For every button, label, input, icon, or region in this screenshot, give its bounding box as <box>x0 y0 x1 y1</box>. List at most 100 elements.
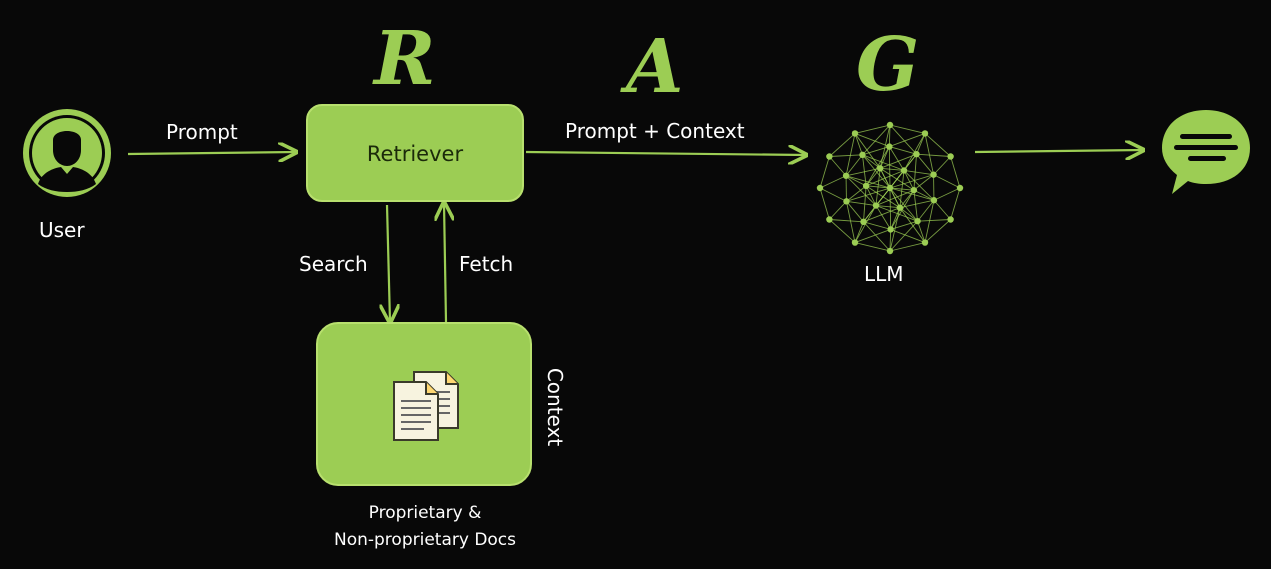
network-link <box>916 133 926 155</box>
network-link <box>913 174 934 191</box>
network-node <box>842 172 850 179</box>
network-link <box>865 185 877 206</box>
network-link <box>888 146 905 171</box>
network-link <box>879 124 891 169</box>
network-links <box>819 124 961 252</box>
network-link <box>888 146 891 189</box>
letter-r: R <box>374 16 436 102</box>
network-link <box>889 146 917 155</box>
network-link <box>862 154 905 171</box>
network-node <box>859 151 866 159</box>
network-node <box>913 150 920 158</box>
network-link <box>862 154 891 189</box>
network-link <box>829 133 856 157</box>
network-link <box>875 205 892 230</box>
network-link <box>846 187 891 202</box>
network-link <box>903 170 915 191</box>
network-node <box>896 204 904 211</box>
network-node <box>886 121 894 129</box>
network-link <box>863 221 891 230</box>
network-link <box>854 221 864 243</box>
network-link <box>863 221 891 252</box>
network-node <box>910 186 918 194</box>
prompt-context-edge-label: Prompt + Context <box>565 119 745 143</box>
network-node <box>862 182 870 190</box>
network-node <box>930 171 937 178</box>
network-node <box>843 198 850 205</box>
network-link <box>819 187 847 202</box>
network-link <box>862 154 881 169</box>
network-node <box>860 218 867 226</box>
network-node <box>851 239 859 246</box>
network-node <box>816 184 824 192</box>
network-node <box>914 217 921 225</box>
context-side-label: Context <box>543 367 567 447</box>
network-link <box>879 146 890 169</box>
network-link <box>863 207 901 223</box>
docs-caption-line1: Proprietary & <box>368 503 482 523</box>
network-link <box>950 187 961 220</box>
retriever-box: Retriever <box>306 104 524 202</box>
network-link <box>865 168 881 187</box>
network-link <box>917 199 935 222</box>
network-link <box>917 220 926 243</box>
letter-g: G <box>856 22 920 108</box>
network-link <box>862 146 890 156</box>
network-link <box>889 187 892 230</box>
letter-a: A <box>626 24 684 110</box>
network-link <box>890 207 901 230</box>
network-node <box>826 216 833 223</box>
network-link <box>879 168 891 189</box>
network-node <box>921 130 929 137</box>
network-link <box>924 200 935 243</box>
network-link <box>950 156 961 189</box>
network-link <box>862 124 891 156</box>
network-link <box>889 242 926 252</box>
user-label: User <box>39 218 85 242</box>
network-link <box>875 205 900 209</box>
llm-label: LLM <box>864 262 904 286</box>
network-link <box>845 175 867 187</box>
network-link <box>889 124 926 134</box>
network-link <box>933 156 951 175</box>
network-link <box>829 219 864 223</box>
arrow-user-to-retriever <box>127 152 296 154</box>
network-link <box>899 207 918 222</box>
arrow-retriever-to-llm <box>525 152 806 155</box>
network-link <box>879 153 917 169</box>
network-node <box>851 130 859 137</box>
network-link <box>899 207 926 243</box>
network-link <box>846 200 877 206</box>
network-link <box>890 228 926 243</box>
network-link <box>903 170 935 201</box>
network-link <box>888 124 891 147</box>
network-link <box>889 207 901 252</box>
network-link <box>924 133 934 175</box>
docs-caption-line2: Non-proprietary Docs <box>333 530 517 550</box>
network-link <box>854 124 891 134</box>
network-link <box>866 185 891 189</box>
network-node <box>947 216 954 223</box>
network-link <box>845 175 877 206</box>
network-link <box>924 219 951 243</box>
user-avatar-icon <box>23 109 111 197</box>
network-link <box>854 133 881 169</box>
network-link <box>846 201 864 223</box>
network-link <box>854 133 890 148</box>
documents-icon <box>393 371 459 441</box>
network-node <box>886 143 893 150</box>
network-link <box>819 156 830 189</box>
network-link <box>889 133 926 148</box>
fetch-edge-label: Fetch <box>459 252 514 276</box>
network-link <box>845 133 856 176</box>
network-link <box>829 201 847 220</box>
search-edge-label: Search <box>299 252 368 276</box>
network-link <box>854 133 863 156</box>
retriever-label: Retriever <box>366 142 464 166</box>
arrow-search-down <box>387 204 390 322</box>
network-link <box>933 199 951 220</box>
network-link <box>875 187 891 206</box>
prompt-edge-label: Prompt <box>166 120 238 144</box>
